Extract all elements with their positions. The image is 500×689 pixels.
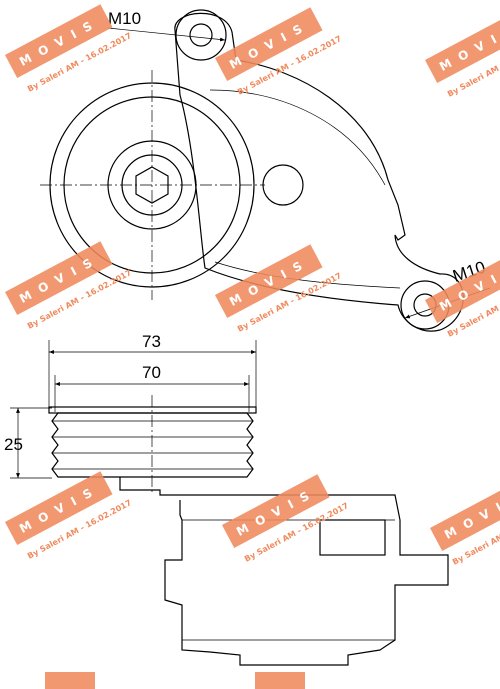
watermark-9: MOVIS By Saleri AM - 16.02.2017 xyxy=(430,477,500,567)
watermark-3: MOVIS By Saleri AM - 16.02.2017 xyxy=(425,9,500,99)
upper-mount-ear xyxy=(175,9,227,61)
outer-width-label: 73 xyxy=(142,332,161,351)
hatched-stop-pin xyxy=(262,164,304,206)
top-view: M10 M10 xyxy=(40,9,491,332)
pulley-grooves xyxy=(51,412,254,478)
watermark-edge-1 xyxy=(45,672,95,689)
arm-side-outline xyxy=(119,477,449,666)
watermark-2: MOVIS By Saleri AM - 16.02.2017 xyxy=(214,7,343,97)
side-view: 73 70 25 xyxy=(4,332,449,666)
arm-inner-edge xyxy=(214,261,401,289)
watermark-5: MOVIS By Saleri AM - 16.02.2017 xyxy=(214,244,343,334)
arm-upper-edge xyxy=(209,89,386,186)
watermark-8: MOVIS By Saleri AM - 16.02.2017 xyxy=(221,474,350,564)
height-label: 25 xyxy=(4,435,23,454)
hex-socket xyxy=(135,166,169,204)
watermarks: MOVIS By Saleri AM - 16.02.2017 MOVIS By… xyxy=(5,4,500,689)
thread-top-leader xyxy=(107,27,226,42)
watermark-4: MOVIS By Saleri AM - 16.02.2017 xyxy=(5,241,133,331)
watermark-edge-2 xyxy=(255,672,305,689)
arm-side-boss xyxy=(319,519,386,556)
upper-mount-hole xyxy=(189,23,213,47)
inner-width-label: 70 xyxy=(142,363,161,382)
pulley-top-flange xyxy=(48,406,257,414)
thread-top-label: M10 xyxy=(108,9,141,28)
watermark-7: MOVIS By Saleri AM - 16.02.2017 xyxy=(5,471,133,561)
